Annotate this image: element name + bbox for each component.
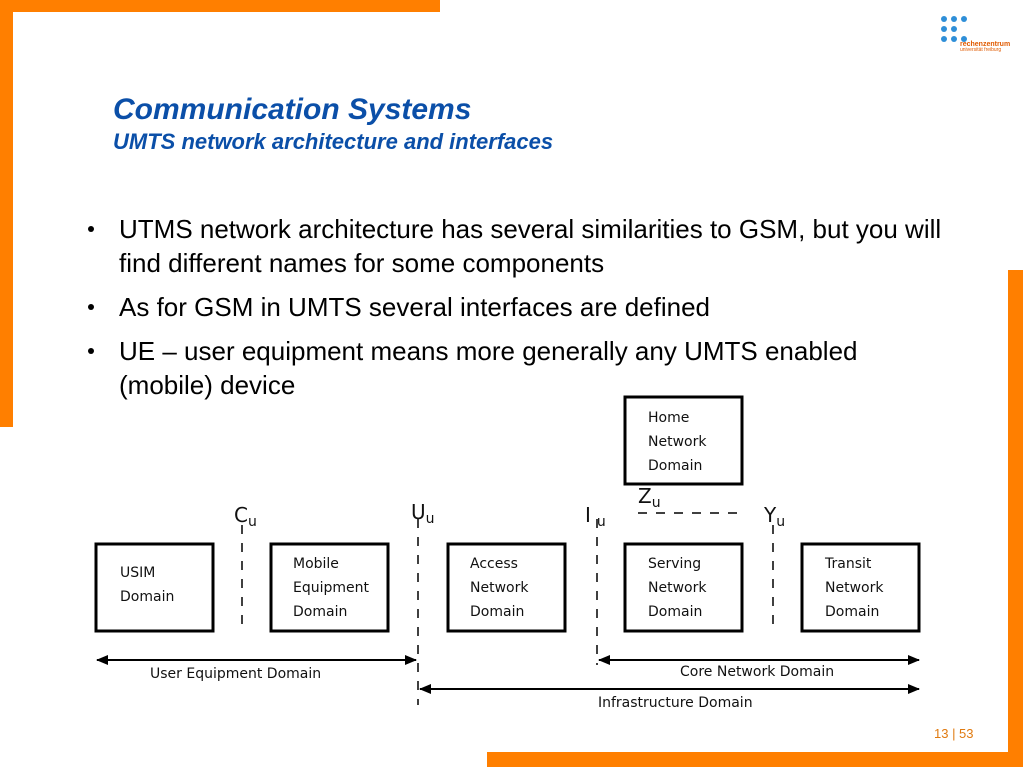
mobile-domain-label-3: Domain [293,604,347,620]
transit-domain-label-1: Transit [824,556,872,572]
mobile-domain-label-2: Equipment [293,580,370,596]
transit-network-domain-box [800,542,921,633]
uu-interface-label: Uu [411,500,435,527]
page-number: 13 | 53 [934,726,974,741]
slide-title: Communication Systems [113,93,472,126]
serving-domain-label-1: Serving [648,556,701,572]
bullet-text: UTMS network architecture has several si… [119,214,942,278]
bullet-text: UE – user equipment means more generally… [119,336,858,400]
serving-domain-label-2: Network [648,580,707,596]
bullet-list: UTMS network architecture has several si… [88,212,958,412]
left-accent-bar [0,0,13,427]
access-domain-label-1: Access [470,556,518,572]
core-network-domain-label: Core Network Domain [680,664,834,680]
home-network-domain-box [623,395,744,486]
transit-domain-label-3: Domain [825,604,879,620]
bullet-item: UTMS network architecture has several si… [88,212,958,280]
home-domain-label-3: Domain [648,458,702,474]
right-accent-bar [1008,270,1023,767]
usim-domain-label-2: Domain [120,589,174,605]
user-equipment-domain-label: User Equipment Domain [150,666,321,682]
usim-domain-box [94,542,215,633]
transit-domain-label-2: Network [825,580,884,596]
logo-text: rechenzentrum universität freiburg [960,41,1010,53]
bottom-accent-bar [487,752,1023,767]
zu-interface-label: Zu [638,484,661,511]
top-accent-bar [0,0,440,12]
infrastructure-domain-label: Infrastructure Domain [598,695,753,711]
mobile-equipment-domain-box [269,542,390,633]
bullet-text: As for GSM in UMTS several interfaces ar… [119,292,711,322]
access-domain-label-2: Network [470,580,529,596]
slide-subtitle: UMTS network architecture and interfaces [113,129,554,154]
cu-interface-label: Cu [234,503,257,530]
serving-network-domain-box [623,542,744,633]
yu-interface-label: Yu [763,503,785,530]
logo-line2: universität freiburg [960,47,1002,53]
home-domain-label-1: Home [648,410,689,426]
bullet-dot-icon [88,226,94,232]
home-domain-label-2: Network [648,434,707,450]
bullet-dot-icon [88,304,94,310]
mobile-domain-label-1: Mobile [293,556,339,572]
access-domain-label-3: Domain [470,604,524,620]
bullet-item: As for GSM in UMTS several interfaces ar… [88,290,958,324]
serving-domain-label-3: Domain [648,604,702,620]
usim-domain-label-1: USIM [120,565,155,581]
logo-line1: rechenzentrum [960,41,1011,48]
slide-title-block: Communication Systems UMTS network archi… [113,93,553,157]
bullet-dot-icon [88,348,94,354]
umts-architecture-diagram: USIM Domain Mobile Equipment Domain Acce… [94,395,921,711]
bullet-item: UE – user equipment means more generally… [88,334,958,402]
access-network-domain-box [446,542,567,633]
university-logo [938,14,998,64]
